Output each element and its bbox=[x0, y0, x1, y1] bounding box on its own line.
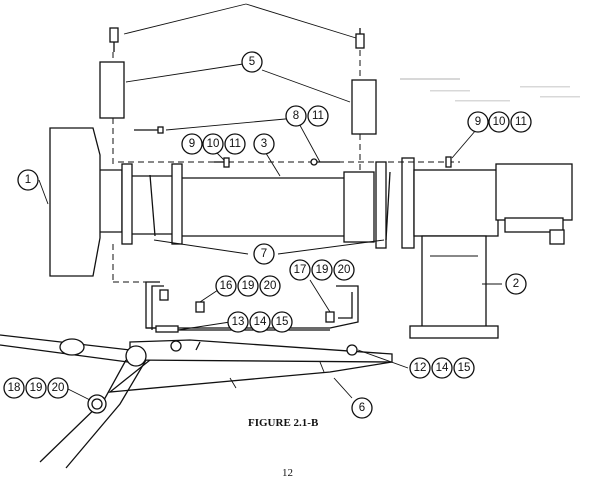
svg-text:9: 9 bbox=[189, 138, 195, 150]
swing-arm-part-6 bbox=[107, 339, 393, 393]
callout-1: 1 bbox=[17, 169, 39, 191]
figure-caption: FIGURE 2.1-B bbox=[248, 417, 319, 429]
svg-text:11: 11 bbox=[515, 116, 527, 128]
svg-text:8: 8 bbox=[293, 110, 299, 122]
callout-16-19-20: 16 19 20 bbox=[215, 275, 281, 297]
svg-text:2: 2 bbox=[513, 278, 519, 290]
svg-text:6: 6 bbox=[359, 402, 365, 414]
bell-housing-part-1 bbox=[49, 127, 123, 277]
svg-text:11: 11 bbox=[229, 138, 241, 150]
support-arm bbox=[0, 334, 147, 469]
svg-text:10: 10 bbox=[493, 116, 506, 128]
svg-text:11: 11 bbox=[312, 110, 324, 122]
screw-left-top bbox=[109, 27, 119, 52]
callout-8-11: 8 11 bbox=[285, 105, 329, 127]
callout-5: 5 bbox=[241, 51, 263, 73]
svg-text:20: 20 bbox=[338, 264, 351, 276]
svg-text:1: 1 bbox=[25, 174, 31, 186]
center-lines bbox=[112, 50, 460, 283]
tube-part-3 bbox=[121, 157, 415, 249]
callout-12-14-15: 12 14 15 bbox=[409, 357, 475, 379]
svg-text:15: 15 bbox=[458, 362, 471, 374]
small-hardware bbox=[134, 126, 452, 168]
svg-text:15: 15 bbox=[276, 316, 289, 328]
svg-text:19: 19 bbox=[30, 382, 43, 394]
callout-9-10-11-right: 9 10 11 bbox=[467, 111, 532, 133]
callout-9-10-11-left: 9 10 11 bbox=[181, 133, 246, 155]
svg-text:3: 3 bbox=[261, 138, 267, 150]
motor-part-2 bbox=[409, 163, 573, 339]
svg-text:16: 16 bbox=[220, 280, 233, 292]
page-number: 12 bbox=[282, 467, 293, 478]
svg-text:12: 12 bbox=[414, 362, 427, 374]
svg-text:14: 14 bbox=[436, 362, 449, 374]
svg-text:5: 5 bbox=[249, 56, 255, 68]
svg-text:20: 20 bbox=[264, 280, 277, 292]
scan-speckle bbox=[400, 78, 580, 102]
svg-text:14: 14 bbox=[254, 316, 267, 328]
svg-text:17: 17 bbox=[294, 264, 307, 276]
callout-6: 6 bbox=[351, 397, 373, 419]
svg-text:19: 19 bbox=[316, 264, 329, 276]
callout-18-19-20: 18 19 20 bbox=[3, 377, 69, 399]
callout-7: 7 bbox=[253, 243, 275, 265]
callout-17-19-20: 17 19 20 bbox=[289, 259, 355, 281]
sleeves-part-5 bbox=[99, 27, 377, 135]
svg-text:20: 20 bbox=[52, 382, 65, 394]
callout-2: 2 bbox=[505, 273, 527, 295]
svg-text:19: 19 bbox=[242, 280, 255, 292]
svg-text:18: 18 bbox=[8, 382, 21, 394]
leader-lines bbox=[38, 3, 502, 401]
callout-13-14-15: 13 14 15 bbox=[227, 311, 293, 333]
svg-text:7: 7 bbox=[261, 248, 267, 260]
svg-text:13: 13 bbox=[232, 316, 245, 328]
callout-3: 3 bbox=[253, 133, 275, 155]
svg-text:10: 10 bbox=[207, 138, 220, 150]
screw-right-top bbox=[355, 28, 365, 49]
svg-text:9: 9 bbox=[475, 116, 481, 128]
